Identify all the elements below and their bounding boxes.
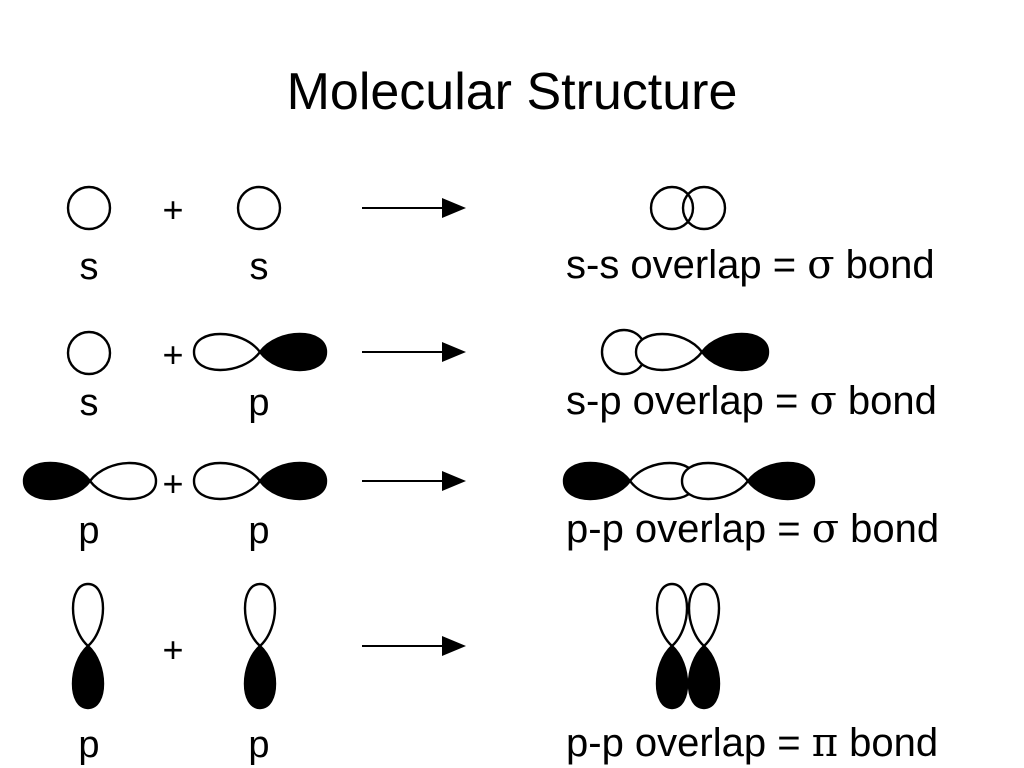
p-orbital-vertical-icon — [243, 582, 277, 710]
bond-symbol: π — [811, 720, 838, 766]
s-orbital-icon — [66, 185, 112, 231]
bond-symbol: σ — [811, 506, 840, 552]
result-suffix: bond — [838, 721, 939, 765]
orbital-label: s — [79, 382, 99, 424]
bond-symbol: σ — [807, 242, 835, 288]
p-orbital-horizontal-icon — [192, 332, 328, 372]
plus-sign: + — [162, 189, 184, 230]
plus-sign: + — [162, 629, 184, 670]
result-text: p-p overlap = — [566, 721, 812, 765]
result-text: s-s overlap = — [566, 243, 808, 287]
result-label: p-p overlap = σ bond — [566, 509, 939, 549]
orbital-label: p — [248, 724, 270, 766]
p-orbital-horizontal-icon — [192, 461, 328, 501]
p-p-sigma-overlap-icon — [562, 461, 816, 501]
s-orbital-icon — [66, 330, 112, 376]
orbital-label: s — [79, 246, 99, 288]
result-suffix: bond — [836, 379, 937, 423]
plus-sign: + — [162, 463, 184, 504]
result-suffix: bond — [839, 507, 940, 551]
result-label: p-p overlap = π bond — [566, 723, 938, 763]
p-orbital-horizontal-icon — [22, 461, 158, 501]
bond-symbol: σ — [809, 378, 837, 424]
page-title: Molecular Structure — [286, 63, 738, 121]
plus-sign: + — [162, 334, 184, 375]
result-suffix: bond — [834, 243, 935, 287]
orbital-label: s — [249, 246, 269, 288]
p-p-pi-overlap-icon — [655, 582, 721, 710]
orbital-label: p — [248, 510, 270, 552]
s-s-overlap-icon — [649, 185, 727, 231]
result-label: s-s overlap = σ bond — [566, 245, 935, 285]
p-orbital-vertical-icon — [71, 582, 105, 710]
orbital-label: p — [78, 724, 100, 766]
result-text: p-p overlap = — [566, 507, 812, 551]
s-p-overlap-icon — [600, 328, 770, 376]
orbital-label: p — [248, 382, 270, 424]
s-orbital-icon — [236, 185, 282, 231]
orbital-label: p — [78, 510, 100, 552]
result-label: s-p overlap = σ bond — [566, 381, 937, 421]
result-text: s-p overlap = — [566, 379, 810, 423]
